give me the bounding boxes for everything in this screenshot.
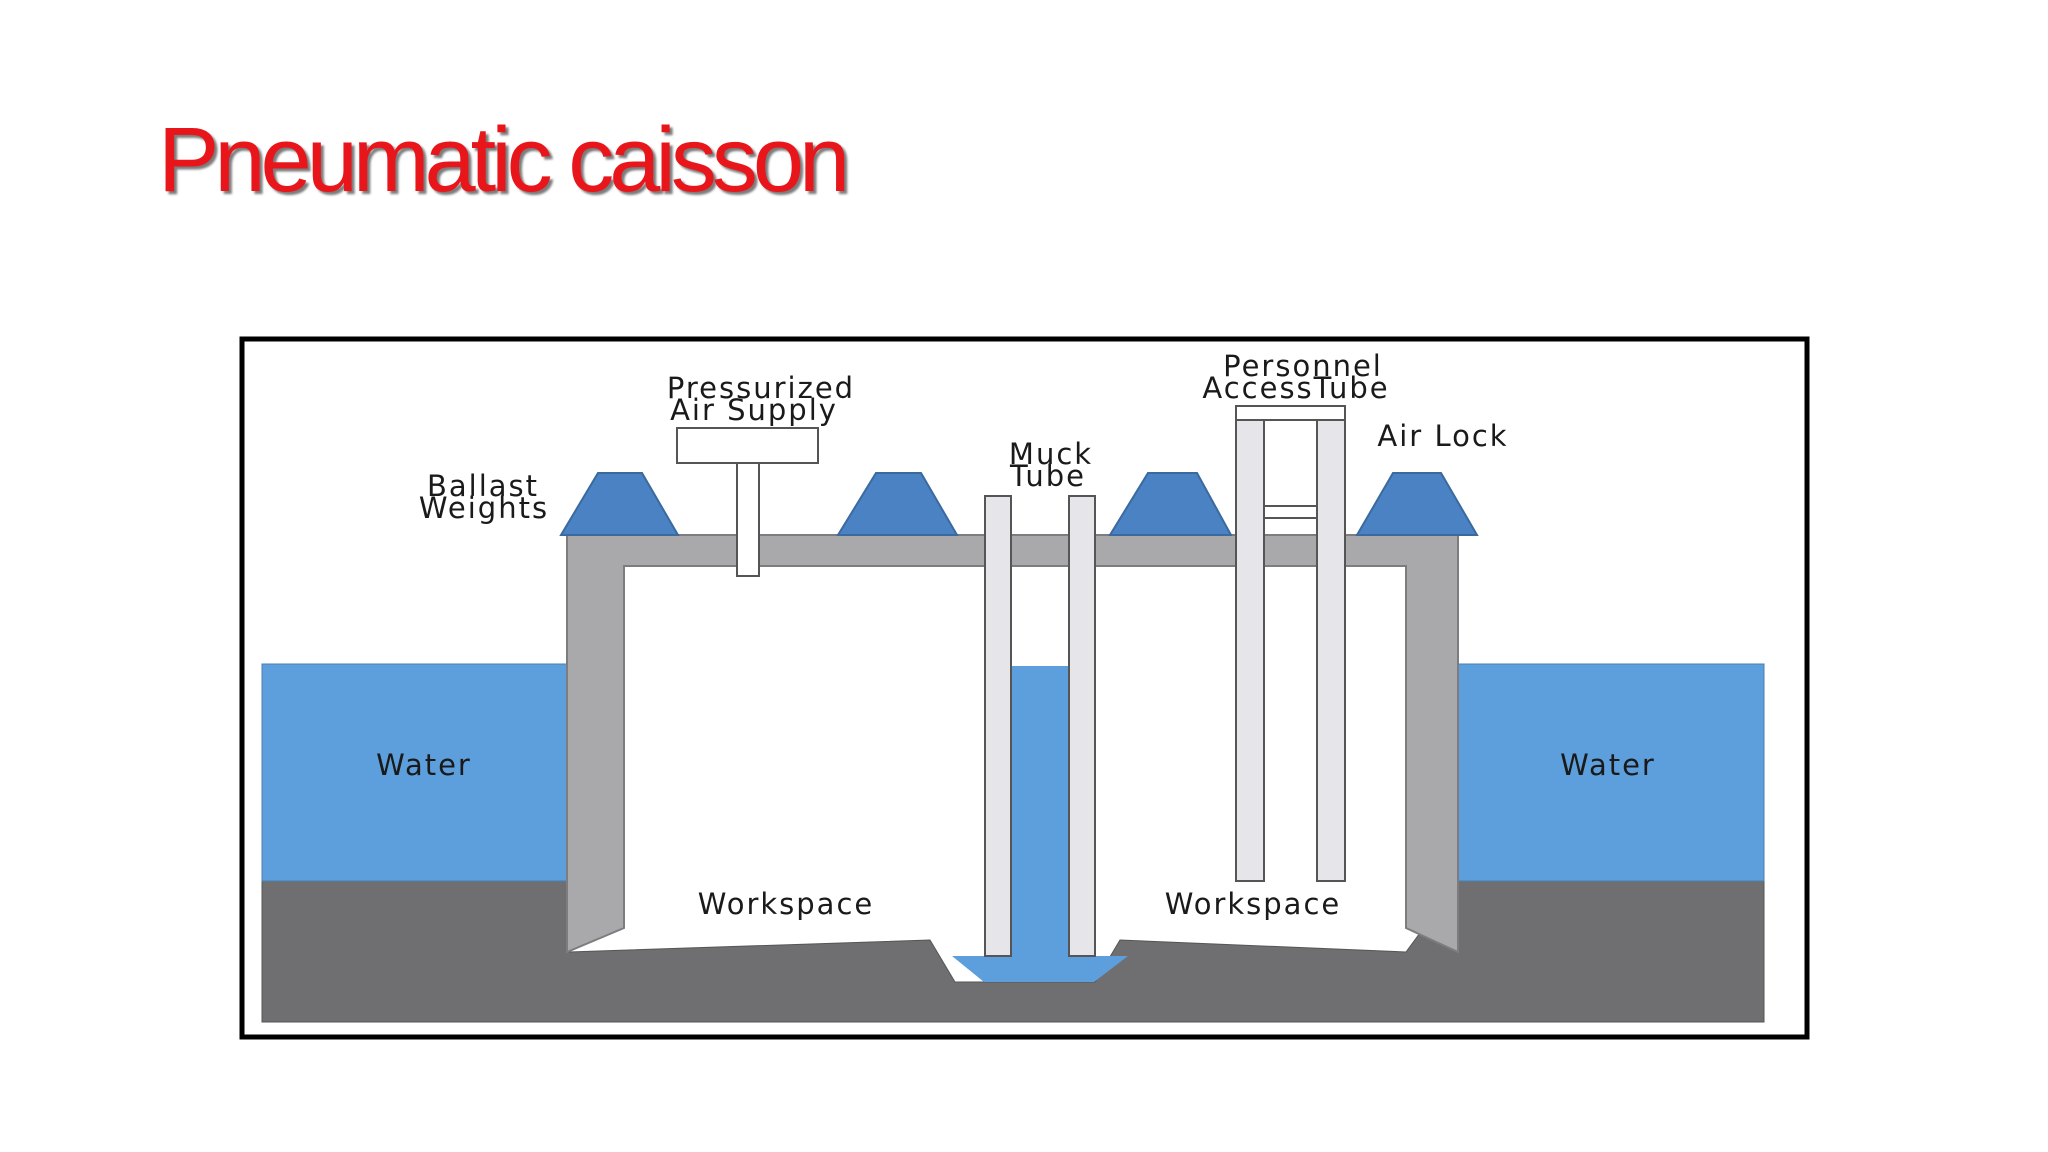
ballast-weight-2: [836, 472, 959, 536]
label-muck-line2: Tube: [1009, 459, 1086, 493]
label-personnel-line1: Personnel: [1223, 349, 1383, 383]
label-workspace-right: Workspace: [1165, 887, 1342, 921]
label-muck-line1: Muck: [1009, 437, 1093, 471]
muck-pit-water: [952, 956, 1128, 982]
personnel-tube-cap: [1235, 405, 1346, 421]
air-supply-box: [676, 427, 819, 464]
water-right: [1457, 663, 1765, 882]
personnel-tube-right-wall: [1316, 419, 1346, 882]
ballast-weight-4: [1355, 472, 1479, 536]
air-supply-pipe: [736, 462, 760, 577]
label-water-right: Water: [1560, 748, 1656, 782]
label-air-lock: Air Lock: [1377, 419, 1508, 453]
label-ballast-line2: Weights: [419, 491, 549, 525]
label-ballast-line1: Ballast: [427, 469, 539, 503]
muck-tube-right-wall: [1068, 495, 1096, 957]
label-workspace-left: Workspace: [698, 887, 875, 921]
muck-tube-left-wall: [984, 495, 1012, 957]
caisson-walls: [566, 534, 1459, 954]
slide-title: Pneumatic caisson: [158, 109, 850, 211]
personnel-tube-left-wall: [1235, 419, 1265, 882]
label-pressurized-line2: Air Supply: [670, 393, 838, 427]
ballast-weight-1: [559, 472, 680, 536]
label-water-left: Water: [376, 748, 472, 782]
ballast-weight-3: [1108, 472, 1233, 536]
label-personnel-line2: AccessTube: [1202, 371, 1389, 405]
label-pressurized-line1: Pressurized: [667, 371, 855, 405]
muck-water: [1011, 666, 1069, 956]
air-lock-divider: [1263, 505, 1318, 519]
